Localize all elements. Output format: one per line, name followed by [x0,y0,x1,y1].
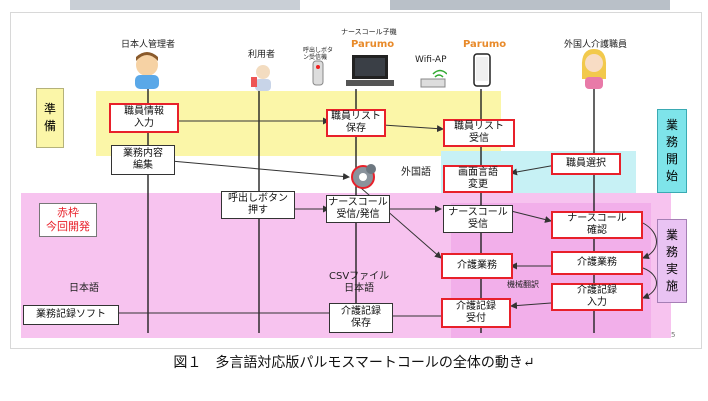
box-work-edit: 業務内容 編集 [111,145,175,175]
box-nurse-call-send: ナースコール 受信/発信 [326,195,390,223]
box-nurse-call-confirm: ナースコール 確認 [551,211,643,239]
arrow-work-to-input [642,267,657,300]
user-elder-icon [249,63,277,91]
foreign-lang-label: 外国語 [401,167,431,178]
user-label: 利用者 [248,50,276,60]
nurse-call-label: ナースコール子機 [341,28,397,36]
wifi-label: Wifi-AP [415,55,447,65]
red-frame-note: 赤枠 今回開発 [39,203,97,237]
brand-phone: Parumo [463,39,507,50]
diagram-figure: 日本人管理者 利用者 ナースコール子機 呼出しボタン受信機 Parumo Wif… [10,12,702,349]
box-care-work-phone: 介護業務 [441,253,513,279]
box-call-button: 呼出しボタン 押す [221,191,295,219]
admin-label: 日本人管理者 [121,40,176,50]
box-lang-change: 画面言語 変更 [443,165,513,193]
smartphone-icon [473,53,491,87]
work-start-side-label: 業 務 開 始 [657,109,687,193]
csv-label: CSVファイル 日本語 [329,271,390,294]
prep-side-label: 準 備 [36,88,64,148]
box-care-work-staff: 介護業務 [551,251,643,275]
arrow-edit-to-gear [170,160,350,180]
box-staff-select: 職員選択 [551,153,621,175]
top-strip [0,0,708,12]
laptop-icon [346,53,394,89]
machine-translation-label: 機械翻訳 [507,280,539,289]
admin-avatar-icon [129,51,165,89]
call-receiver-label: 呼出しボタン受信機 [303,47,334,61]
brand-laptop: Parumo [351,39,395,50]
figure-caption: 図１ 多言語対応版パルモスマートコールの全体の動き↵ [173,355,535,371]
top-strip-left [70,0,300,10]
call-receiver-icon [311,59,325,87]
box-nurse-call-receive: ナースコール 受信 [443,205,513,233]
box-list-receive: 職員リスト 受信 [443,119,515,147]
arrow-confirm-to-work [642,222,657,260]
box-care-record-save: 介護記録 保存 [329,303,393,333]
japanese-label: 日本語 [69,283,99,294]
arrow-input-to-recv [510,302,552,310]
arrow-recv-to-confirm [510,210,552,223]
arrow-select-to-lang [510,164,557,176]
box-staff-info-input: 職員情報 入力 [109,103,179,133]
arrow-save-to-recv [382,124,444,133]
wifi-router-icon [419,67,447,89]
foreign-staff-icon [577,47,611,89]
box-list-save: 職員リスト 保存 [326,109,386,137]
work-exec-side-label: 業 務 実 施 [657,219,687,303]
box-care-record-input: 介護記録 入力 [551,283,643,311]
gear-icon [351,164,376,189]
page-mark: 5 [671,331,676,339]
foreign-staff-label: 外国人介護職員 [564,40,628,50]
top-strip-right [390,0,670,10]
box-record-software: 業務記録ソフト [23,305,119,325]
box-care-record-receive: 介護記録 受付 [441,298,511,328]
